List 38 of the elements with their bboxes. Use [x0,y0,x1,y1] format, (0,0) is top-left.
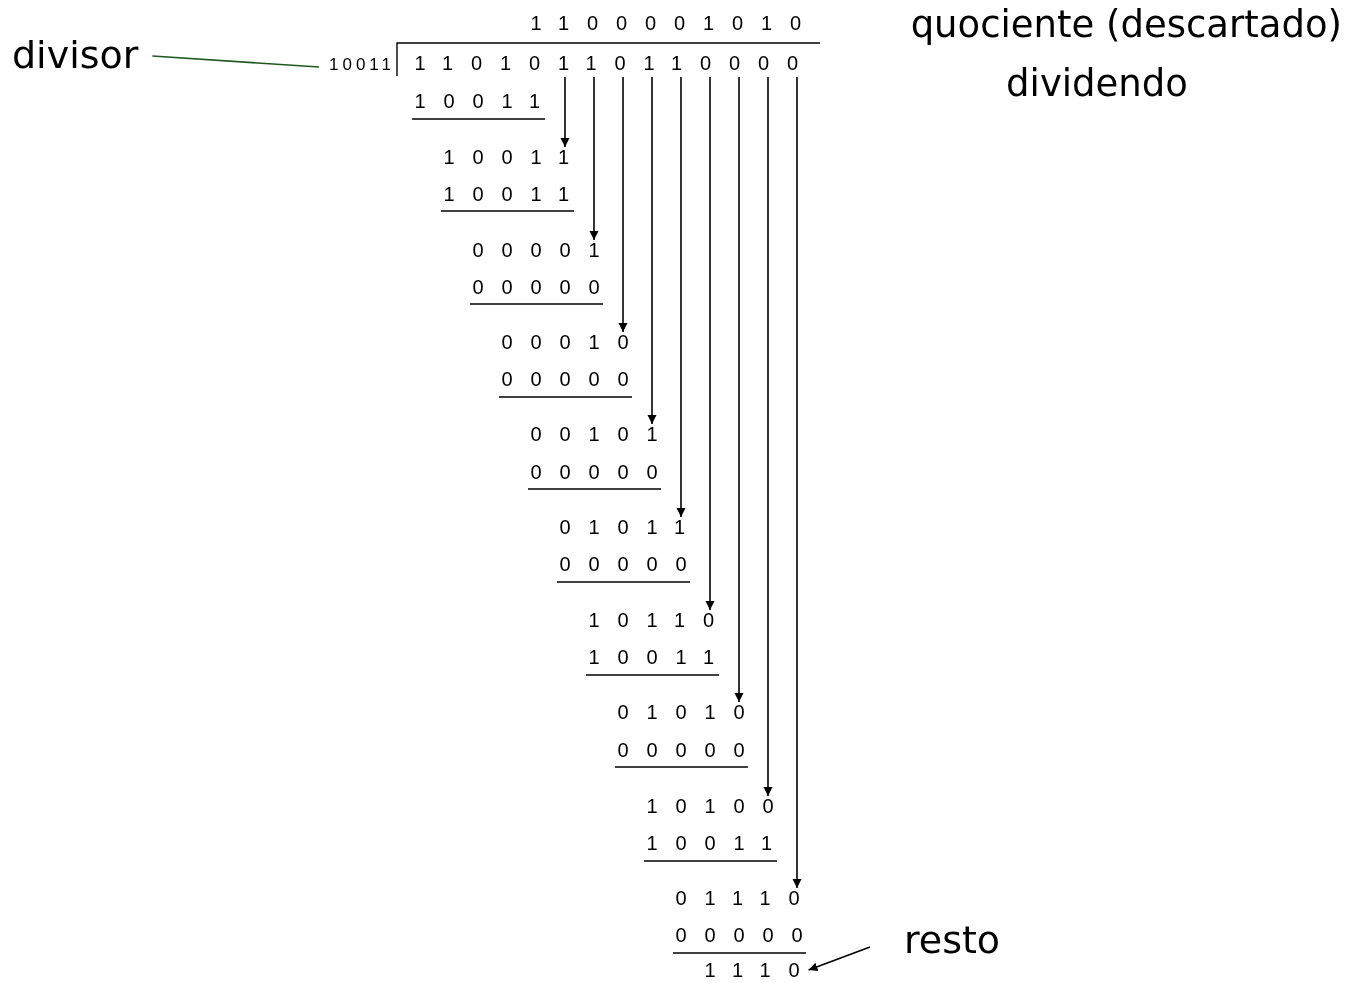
divisor-number: 10011 [329,55,395,75]
partial-remainder: 10110 [588,609,716,631]
arrow [560,76,570,148]
arrow [705,76,715,611]
partial-remainder: 00101 [530,423,658,445]
partial-remainder: 10011 [443,146,571,168]
quotient-caption: quociente (descartado) [910,3,1342,47]
partial-remainder: 00010 [501,331,629,353]
quotient-digits: 1100001010 [530,12,803,34]
subtrahend-digits: 10011 [588,646,716,668]
subtrahend-digits: 10011 [443,183,571,205]
subtrahend-digits: 00000 [530,461,658,483]
arrow [618,76,628,333]
subtrahend-digits: 00000 [501,368,629,390]
dividend-digits: 11010110110000 [414,52,803,74]
arrow [792,76,802,889]
partial-remainder: 01110 [675,887,803,909]
resto-label: resto [904,919,1001,963]
subtrahend-digits: 00000 [559,553,687,575]
subtrahend-digits: 00000 [472,276,600,298]
remainder-digits: 1110 [704,959,803,981]
partial-remainder: 01011 [559,516,687,538]
divisor-label: divisor [12,34,139,78]
partial-remainder: 10100 [646,795,774,817]
dividend-caption: dividendo [1006,62,1188,106]
arrow [763,76,773,797]
partial-remainder: 01010 [617,701,745,723]
leader-line [151,55,320,68]
subtrahend-digits: 00000 [617,739,745,761]
subtrahend-digits: 10011 [414,90,542,112]
arrow [589,76,599,241]
arrow [647,76,657,425]
arrow [734,76,744,703]
subtrahend-digits: 10011 [646,832,774,854]
arrow [676,76,686,518]
partial-remainder: 00001 [472,239,600,261]
subtrahend-digits: 00000 [675,924,803,946]
arrow [807,946,871,972]
